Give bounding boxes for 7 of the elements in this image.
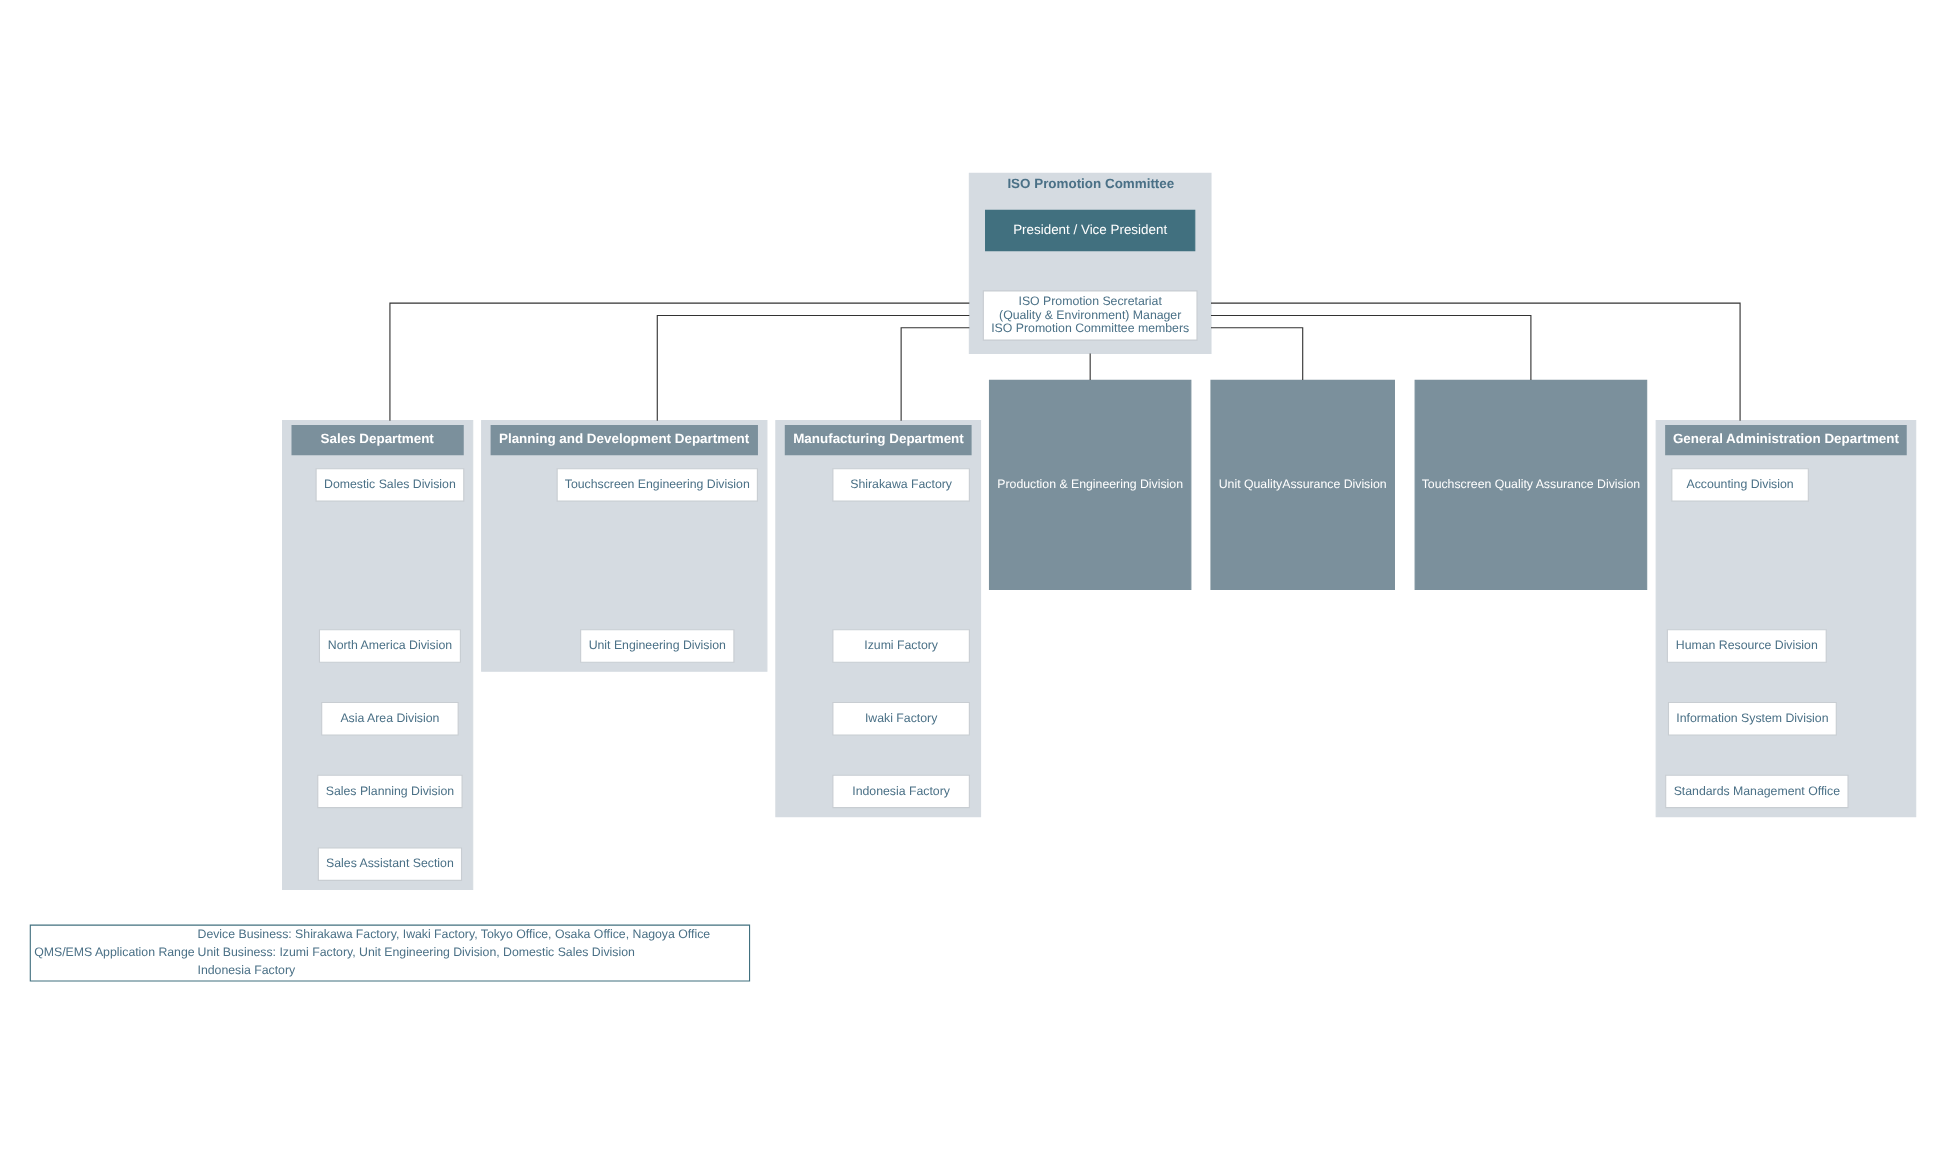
connector bbox=[656, 314, 970, 422]
connector bbox=[389, 302, 970, 422]
connector bbox=[900, 327, 970, 422]
connector bbox=[1210, 302, 1741, 422]
connector bbox=[1210, 327, 1304, 381]
connector bbox=[1210, 314, 1532, 381]
connector bbox=[1089, 352, 1091, 381]
